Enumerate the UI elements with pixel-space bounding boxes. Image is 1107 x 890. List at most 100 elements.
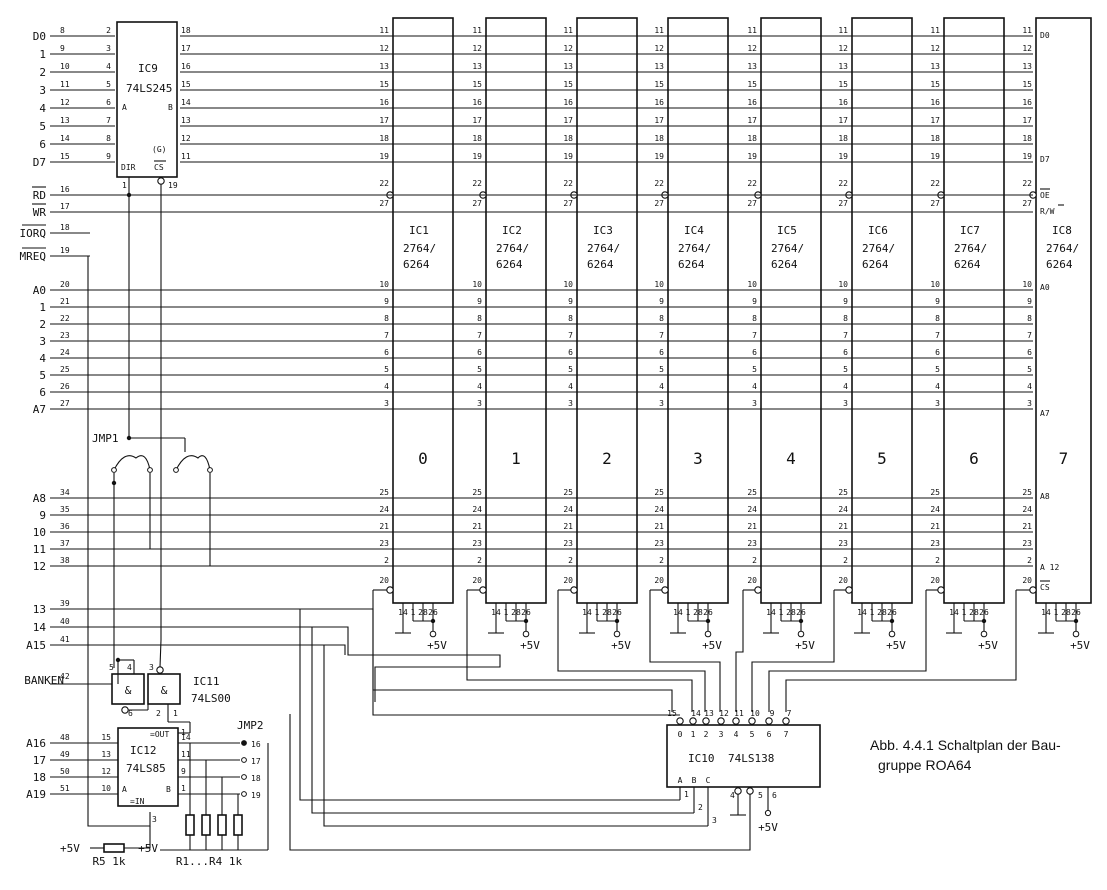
pin-number: 14 <box>766 608 776 617</box>
pin-number: 2 <box>384 556 389 565</box>
junction-dot <box>115 657 121 663</box>
figure-caption: Abb. 4.4.1 Schaltplan der Bau- <box>870 737 1061 753</box>
pin-number: 12 <box>563 44 573 53</box>
pin-number: 27 <box>1022 199 1032 208</box>
connector-pin: 48 <box>60 733 70 742</box>
wire <box>159 639 162 668</box>
jumper-pin <box>241 791 247 797</box>
pin-number: 22 <box>1022 179 1032 188</box>
pin-number: 15 <box>1022 80 1032 89</box>
pin-number: 18 <box>930 134 940 143</box>
pin-number: 10 <box>747 280 757 289</box>
pin-number: 9 <box>659 297 664 306</box>
pin-number: 12 <box>838 44 848 53</box>
pin-number: 10 <box>838 280 848 289</box>
chip-type: 6264 <box>678 258 705 271</box>
pin-number: 11 <box>563 26 573 35</box>
connector-pin: 27 <box>60 399 70 408</box>
inversion-bubble <box>717 717 725 725</box>
pin-number: 18 <box>472 134 482 143</box>
pin-number: 16 <box>654 98 664 107</box>
signal-label: 17 <box>33 754 46 767</box>
pin-number: 9 <box>935 297 940 306</box>
ic11-gate-a <box>111 673 145 705</box>
pin-number: 5 <box>1027 365 1032 374</box>
supply-terminal <box>613 630 621 638</box>
pin-number: 11 <box>838 26 848 35</box>
pin-number: 25 <box>654 488 664 497</box>
bank-number: 4 <box>786 449 796 468</box>
pin-number: 1 <box>122 181 127 190</box>
pin-number: 28 <box>969 608 979 617</box>
pin-label: B <box>168 103 173 112</box>
pin-number: 7 <box>384 331 389 340</box>
connector-pin: 26 <box>60 382 70 391</box>
signal-label: WR <box>33 206 47 219</box>
pin-number: 14 <box>398 608 408 617</box>
pin-number: 24 <box>563 505 573 514</box>
signal-label: D0 <box>33 30 46 43</box>
connector-pin: 15 <box>60 152 70 161</box>
pin-number: 1 <box>779 608 784 617</box>
signal-label: 1 <box>39 48 46 61</box>
pin-number: 15 <box>472 80 482 89</box>
pin-number: 15 <box>379 80 389 89</box>
jumper-pin <box>147 467 153 473</box>
cs-line <box>649 590 721 712</box>
pin-number: 26 <box>612 608 622 617</box>
pin-number: 7 <box>568 331 573 340</box>
enable-line <box>289 714 751 851</box>
pin-number: 1 <box>411 608 416 617</box>
pin-number: 16 <box>472 98 482 107</box>
chip-type: 2764/ <box>587 242 620 255</box>
pin-number: 27 <box>563 199 573 208</box>
ic11-gate-b <box>147 673 181 705</box>
chip-name: IC2 <box>502 224 522 237</box>
bank-number: 0 <box>418 449 428 468</box>
pin-number: 6 <box>843 348 848 357</box>
pin-number: 9 <box>568 297 573 306</box>
supply-terminal <box>797 630 805 638</box>
pin-number: 25 <box>379 488 389 497</box>
cs-line <box>785 590 1017 712</box>
pin-number: 17 <box>747 116 757 125</box>
memory-chip-2 <box>576 17 638 604</box>
jumper-pin <box>207 467 213 473</box>
pin-number: 7 <box>1027 331 1032 340</box>
pin-number: 12 <box>181 134 191 143</box>
pin-number: 18 <box>563 134 573 143</box>
pin-label: A <box>678 776 683 785</box>
pin-number: 27 <box>930 199 940 208</box>
pin-number: 15 <box>654 80 664 89</box>
signal-label: MREQ <box>20 250 47 263</box>
wire <box>323 645 708 827</box>
signal-label: A8 <box>33 492 46 505</box>
pin-number: 18 <box>838 134 848 143</box>
pin-number: 17 <box>472 116 482 125</box>
signal-label: 2 <box>39 66 46 79</box>
pin-number: 3 <box>106 44 111 53</box>
chip-type: 74LS85 <box>126 762 166 775</box>
pin-label: 0 <box>678 730 683 739</box>
pin-number: 23 <box>930 539 940 548</box>
chip-name: IC1 <box>409 224 429 237</box>
pin-number: 2 <box>106 26 111 35</box>
pin-number: 14 <box>691 709 701 718</box>
pin-number: 2 <box>1027 556 1032 565</box>
pin-number: 6 <box>935 348 940 357</box>
inversion-bubble <box>157 177 165 185</box>
inversion-bubble <box>689 717 697 725</box>
pin-number: 2 <box>843 556 848 565</box>
pin-number: 10 <box>563 280 573 289</box>
pin-number: 22 <box>930 179 940 188</box>
pin-label: D0 <box>1040 31 1050 40</box>
cs-line <box>751 590 835 712</box>
bank-number: 6 <box>969 449 979 468</box>
pin-number: 1 <box>1054 608 1059 617</box>
connector-pin: 50 <box>60 767 70 776</box>
connector-pin: 23 <box>60 331 70 340</box>
pin-number: 7 <box>787 709 792 718</box>
pin-number: 4 <box>384 382 389 391</box>
pin-number: 11 <box>734 709 744 718</box>
pin-label: OE <box>1040 191 1050 200</box>
